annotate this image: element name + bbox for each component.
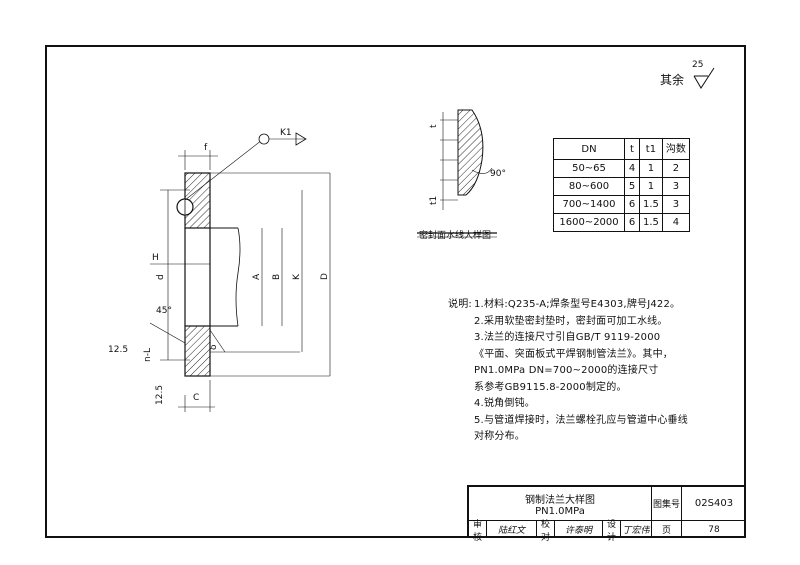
table-row: 80~600 5 1 3	[553, 177, 690, 196]
note-line: 3.法兰的连接尺寸引自GB/T 9119-2000	[474, 332, 661, 343]
cell-t1: 1	[639, 177, 663, 196]
cell-t: 4	[624, 159, 640, 178]
label-45-deg: 45°	[156, 306, 172, 316]
cell-t: 6	[624, 195, 640, 214]
title-cell: 钢制法兰大样图 PN1.0MPa	[469, 487, 652, 521]
label-c: C	[193, 393, 199, 403]
detail-label-t1: t1	[429, 196, 439, 205]
label-delta: δ	[209, 344, 219, 350]
table-header-row: DN t t1 沟数	[553, 138, 690, 160]
note-line: 2.采用软垫密封垫时，密封面可加工水线。	[474, 315, 668, 327]
label-n-l: n-L	[143, 348, 153, 362]
note-line: 5.与管道焊接时，法兰螺栓孔应与管道中心垂线	[474, 414, 688, 426]
label-f: f	[204, 143, 208, 153]
note-line: PN1.0MPa DN=700~2000的连接尺寸	[474, 365, 659, 376]
title-block: 钢制法兰大样图 PN1.0MPa 图集号 02S403 审核 陆红文 校对 许泰…	[467, 485, 746, 543]
sealing-face-detail	[417, 109, 497, 238]
notes-body: 1.材料:Q235-A;焊条型号E4303,牌号J422。 2.采用软垫密封垫时…	[474, 297, 764, 446]
surface-roughness: 其余 25	[660, 60, 718, 90]
table-row: 1600~2000 6 1.5 4	[553, 213, 690, 232]
label-roughness-12-5-b: 12.5	[155, 385, 165, 405]
cell-groove-count: 4	[661, 213, 690, 232]
cell-groove-count: 3	[661, 195, 690, 214]
cell-dn: 50~65	[553, 159, 625, 178]
cell-t: 6	[624, 213, 640, 232]
note-line: 对称分布。	[474, 431, 525, 442]
design-label: 设计	[603, 520, 621, 543]
label-d: d	[156, 274, 166, 280]
note-line: 系参考GB9115.8-2000制定的。	[474, 381, 627, 393]
detail-label-t: t	[429, 124, 439, 128]
cell-dn: 80~600	[553, 177, 625, 196]
cell-t1: 1.5	[639, 195, 663, 214]
label-k1: K1	[280, 128, 292, 138]
detail-label-90-deg: 90°	[490, 169, 506, 179]
header-dn: DN	[553, 138, 625, 160]
cell-t1: 1.5	[639, 213, 663, 232]
cell-groove-count: 3	[661, 177, 690, 196]
drawing-subtitle: PN1.0MPa	[535, 505, 585, 517]
atlas-number: 02S403	[682, 487, 746, 521]
check-signature: 许泰明	[555, 521, 603, 538]
roughness-label: 其余	[660, 73, 685, 87]
table-row: 50~65 4 1 2	[553, 159, 690, 178]
flange-section	[160, 172, 330, 377]
header-t: t	[624, 138, 640, 160]
note-line: 1.材料:Q235-A;焊条型号E4303,牌号J422。	[474, 299, 681, 310]
design-signature: 丁宏伟	[621, 521, 652, 538]
atlas-label: 图集号	[652, 487, 682, 521]
roughness-value: 25	[692, 60, 704, 70]
label-d-outer: D	[320, 273, 330, 280]
label-roughness-12-5-a: 12.5	[108, 345, 128, 355]
page-number: 78	[708, 524, 720, 535]
k1-leader	[269, 132, 307, 146]
detail-caption: 密封面水线大样图	[419, 231, 492, 241]
check-label: 校对	[537, 520, 555, 543]
label-b: B	[272, 274, 282, 280]
header-t1: t1	[639, 138, 663, 160]
cell-dn: 700~1400	[553, 195, 625, 214]
note-line: 《平面、突面板式平焊钢制管法兰》。其中，	[474, 348, 673, 360]
table-row: 700~1400 6 1.5 3	[553, 195, 690, 214]
drawing-frame	[45, 45, 746, 538]
cell-t1: 1	[639, 159, 663, 178]
drawing-title: 钢制法兰大样图	[525, 494, 595, 506]
label-h: H	[152, 253, 159, 263]
cell-groove-count: 2	[661, 159, 690, 178]
notes-label: 说明:	[448, 299, 472, 310]
page-label: 页	[652, 521, 682, 538]
review-label: 审核	[469, 520, 487, 543]
review-signature: 陆红文	[487, 521, 537, 538]
cell-dn: 1600~2000	[553, 213, 625, 232]
header-groove-count: 沟数	[661, 138, 690, 160]
note-line: 4.锐角倒钝。	[474, 398, 535, 409]
label-k: K	[292, 273, 302, 280]
spec-table: DN t t1 沟数 50~65 4 1 2 80~600 5 1 3 700~…	[553, 138, 690, 232]
cell-t: 5	[624, 177, 640, 196]
label-a: A	[252, 273, 262, 280]
roughness-symbol-icon	[693, 67, 715, 89]
dimension-lines	[149, 139, 331, 412]
